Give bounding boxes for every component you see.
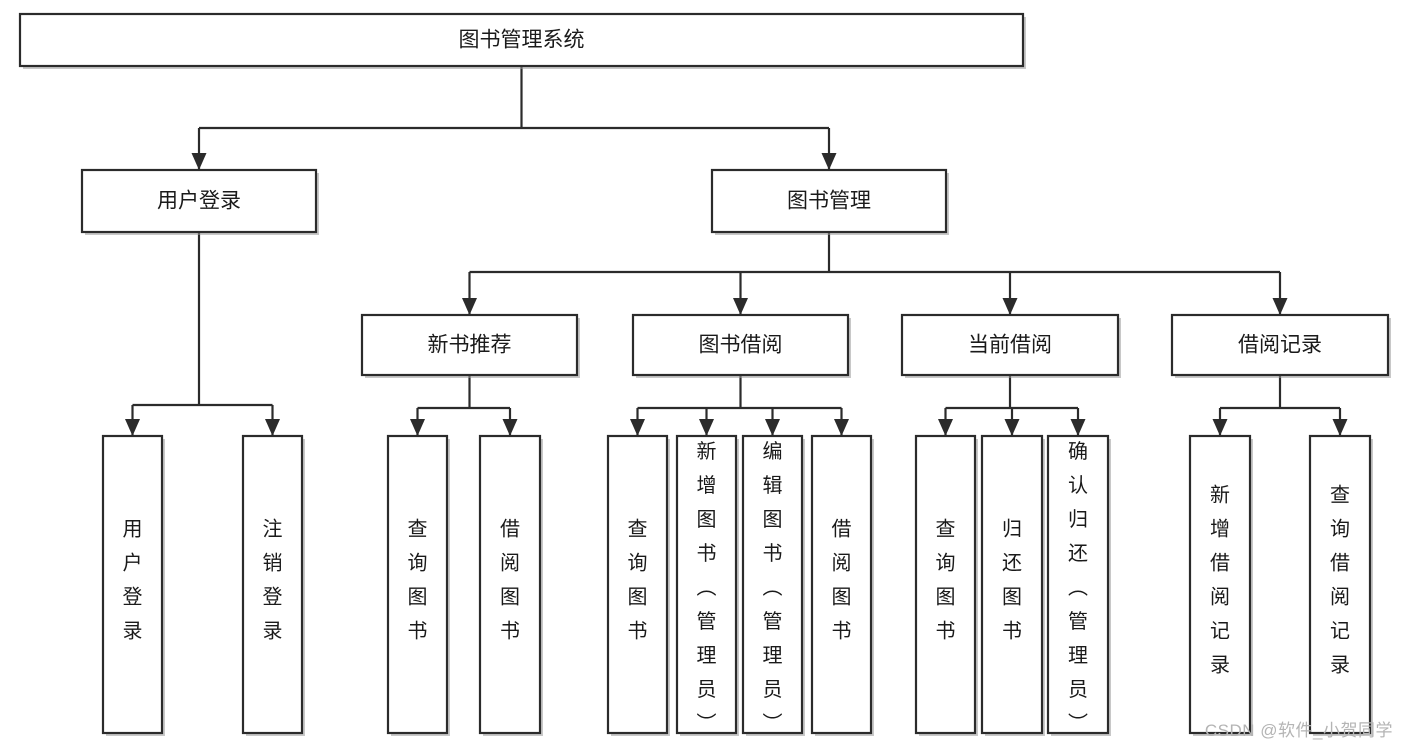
node-leaf-edit-book[interactable]: 编辑图书︵管理员︶ xyxy=(741,434,805,736)
node-label: 归还图书 xyxy=(1002,518,1022,643)
arrow-head-icon xyxy=(265,419,280,436)
arrow-head-icon xyxy=(733,298,748,315)
arrow-head-icon xyxy=(410,419,425,436)
node-label: 图书借阅 xyxy=(699,334,783,357)
node-label: 图书管理 xyxy=(787,190,871,213)
arrow-head-icon xyxy=(1332,419,1348,436)
arrow-head-icon xyxy=(938,419,953,436)
node-borrow-record[interactable]: 借阅记录 xyxy=(1170,313,1391,378)
node-leaf-borrow-book-2[interactable]: 借阅图书 xyxy=(810,434,874,736)
node-label: 编辑图书︵管理员︶ xyxy=(763,440,783,735)
node-label: 图书管理系统 xyxy=(459,29,585,52)
node-label: 用户登录 xyxy=(157,190,241,213)
node-leaf-query-record[interactable]: 查询借阅记录 xyxy=(1308,434,1373,736)
node-leaf-query-book-1[interactable]: 查询图书 xyxy=(386,434,450,736)
connector-layer xyxy=(125,66,1348,436)
arrow-head-icon xyxy=(125,419,140,436)
arrow-head-icon xyxy=(462,298,477,315)
arrow-head-icon xyxy=(191,153,207,170)
node-label: 用户登录 xyxy=(123,519,143,643)
node-root-system[interactable]: 图书管理系统 xyxy=(18,12,1026,69)
arrow-head-icon xyxy=(1070,419,1086,436)
node-leaf-confirm-return[interactable]: 确认归还︵管理员︶ xyxy=(1046,434,1111,736)
arrow-head-icon xyxy=(699,419,714,436)
arrow-head-icon xyxy=(1272,298,1288,315)
node-leaf-query-book-2[interactable]: 查询图书 xyxy=(606,434,670,736)
node-label: 查询图书 xyxy=(408,518,428,643)
node-leaf-return-book[interactable]: 归还图书 xyxy=(980,434,1045,736)
node-leaf-user-login[interactable]: 用户登录 xyxy=(101,434,165,736)
node-leaf-add-record[interactable]: 新增借阅记录 xyxy=(1188,434,1253,736)
arrow-head-icon xyxy=(502,419,518,436)
node-label: 注销登录 xyxy=(263,518,283,643)
node-label: 借阅图书 xyxy=(832,518,852,643)
arrow-head-icon xyxy=(1002,298,1018,315)
node-new-book-recommend[interactable]: 新书推荐 xyxy=(360,313,580,378)
arrow-head-icon xyxy=(834,419,849,436)
node-user-login[interactable]: 用户登录 xyxy=(80,168,319,235)
node-leaf-borrow-book-1[interactable]: 借阅图书 xyxy=(478,434,543,736)
node-leaf-user-logout[interactable]: 注销登录 xyxy=(241,434,305,736)
node-leaf-query-book-3[interactable]: 查询图书 xyxy=(914,434,978,736)
node-leaf-add-book[interactable]: 新增图书︵管理员︶ xyxy=(675,434,739,736)
arrow-head-icon xyxy=(1212,419,1228,436)
node-label: 新增图书︵管理员︶ xyxy=(697,440,717,735)
node-label: 查询图书 xyxy=(936,518,956,643)
node-current-borrow[interactable]: 当前借阅 xyxy=(900,313,1121,378)
node-label: 确认归还︵管理员︶ xyxy=(1068,440,1088,735)
node-label: 查询借阅记录 xyxy=(1330,484,1350,677)
arrow-head-icon xyxy=(1004,419,1020,436)
node-label: 借阅图书 xyxy=(500,518,520,643)
node-book-management[interactable]: 图书管理 xyxy=(710,168,949,235)
arrow-head-icon xyxy=(821,153,837,170)
arrow-head-icon xyxy=(765,419,780,436)
node-label: 当前借阅 xyxy=(968,334,1052,357)
node-label: 新增借阅记录 xyxy=(1210,484,1230,677)
node-layer: 图书管理系统用户登录图书管理新书推荐图书借阅当前借阅借阅记录用户登录注销登录查询… xyxy=(18,12,1391,736)
node-label: 查询图书 xyxy=(628,518,648,643)
node-book-borrow[interactable]: 图书借阅 xyxy=(631,313,851,378)
node-label: 新书推荐 xyxy=(428,334,512,357)
node-label: 借阅记录 xyxy=(1238,334,1322,357)
arrow-head-icon xyxy=(630,419,645,436)
